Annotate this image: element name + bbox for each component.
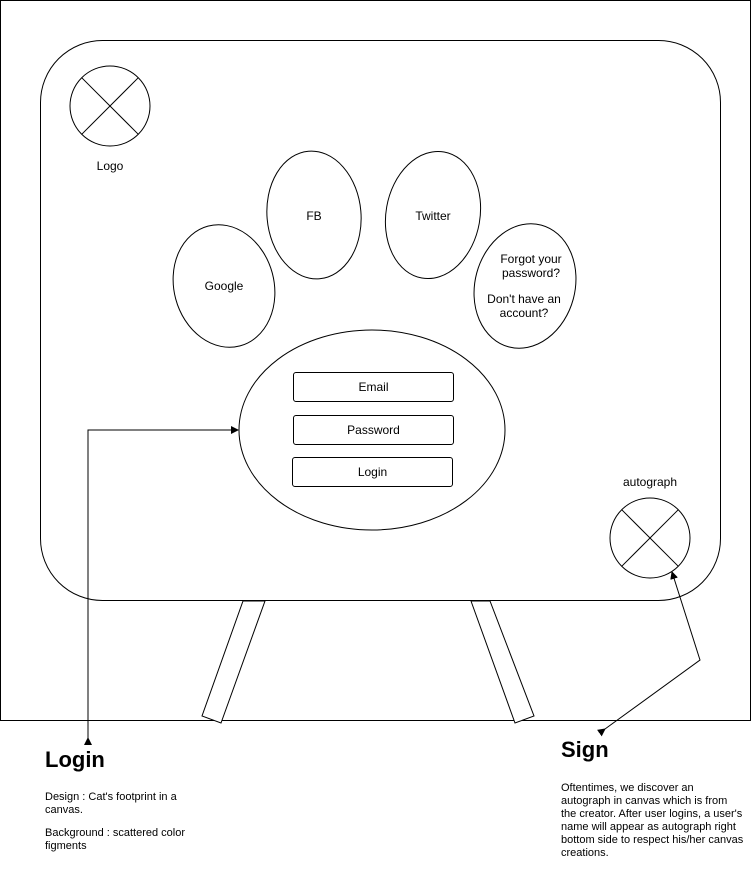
forgot-password-link[interactable]: Forgot your password? (500, 252, 562, 280)
login-note-design: Design : Cat's footprint in a canvas. (45, 791, 177, 816)
email-field[interactable]: Email (293, 372, 454, 402)
google-login-option[interactable]: Google (204, 279, 244, 293)
login-note-heading: Login (45, 747, 105, 772)
toe-google (172, 224, 276, 348)
login-note-background: Background : scattered color figments (45, 827, 186, 852)
password-field[interactable]: Password (293, 415, 454, 445)
toe-fb (266, 150, 362, 280)
autograph-placeholder-icon (609, 497, 691, 579)
logo-label: Logo (96, 159, 124, 173)
signup-link[interactable]: Don't have an account? (487, 292, 561, 320)
sign-note-description: Oftentimes, we discover an autograph in … (561, 782, 744, 859)
sign-connector-arrow (596, 571, 701, 737)
login-connector-arrow (84, 426, 239, 745)
easel-leg-right (470, 600, 535, 724)
twitter-login-option[interactable]: Twitter (415, 209, 451, 223)
login-button[interactable]: Login (292, 457, 453, 487)
toe-twitter (384, 150, 482, 280)
facebook-login-option[interactable]: FB (306, 209, 322, 223)
logo-placeholder-icon (69, 65, 151, 147)
easel-leg-left (201, 600, 266, 724)
sign-note-heading: Sign (561, 737, 609, 762)
toe-help (473, 223, 577, 349)
login-note-body: Design : Cat's footprint in a canvas. Ba… (45, 791, 215, 863)
autograph-label: autograph (622, 475, 678, 489)
